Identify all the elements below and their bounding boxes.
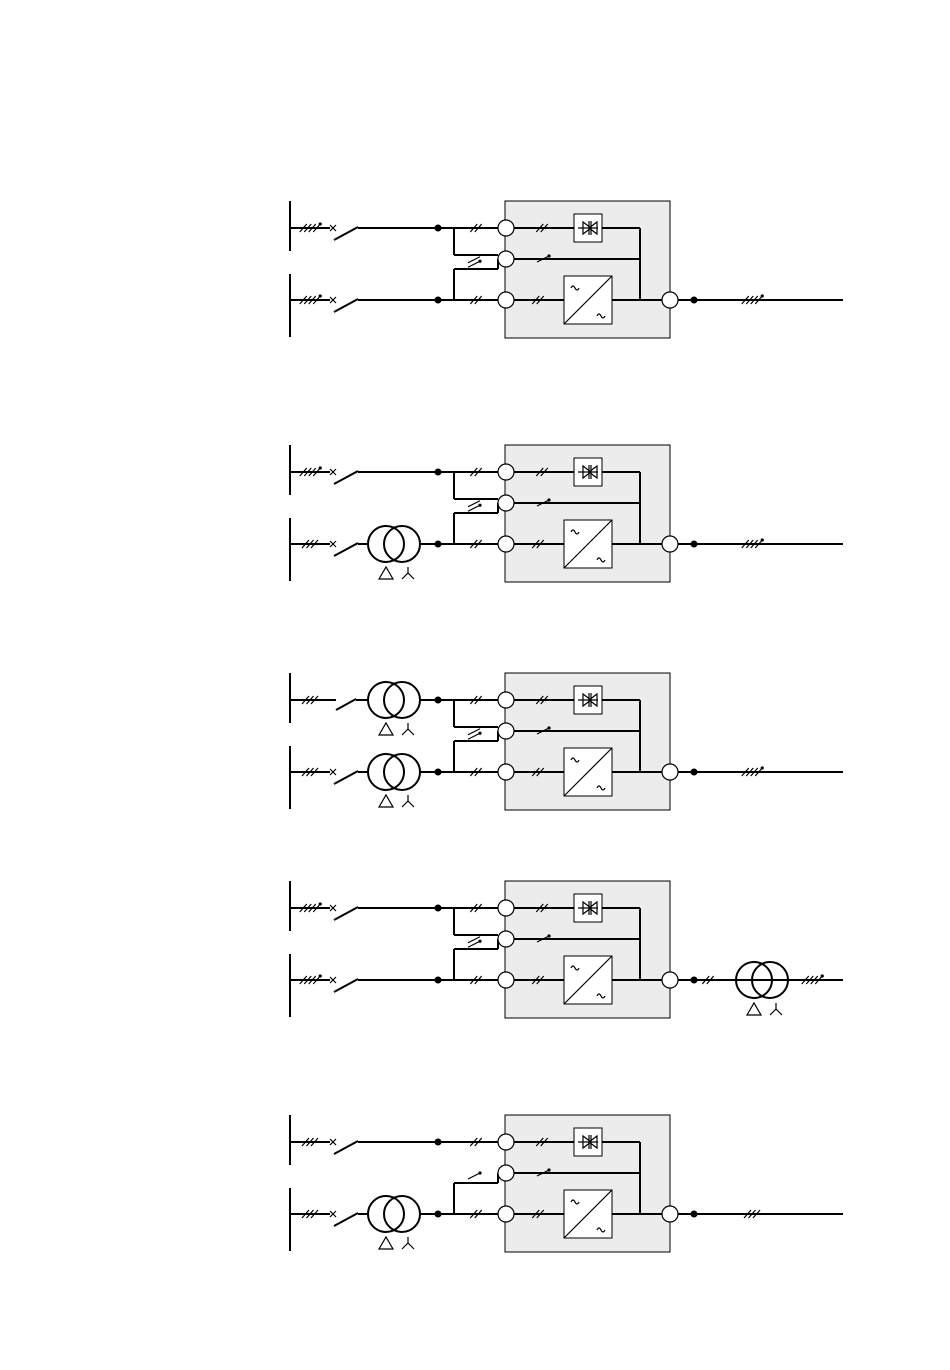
junction-dot [435,1211,442,1218]
circuit-breaker-icon [330,225,358,240]
circuit-breaker-icon [330,541,358,556]
junction-dot [435,469,442,476]
phase-ticks [468,937,482,948]
input-port-rectifier [498,972,514,988]
thyristor-icon [574,214,602,242]
thyristor-icon [574,1128,602,1156]
output-port [662,536,678,552]
junction-dot [691,1211,698,1218]
junction-dot [691,541,698,548]
output-port [662,292,678,308]
circuit-breaker-icon [330,769,358,784]
phase-ticks [468,1171,482,1179]
junction-dot [435,1139,442,1146]
rectifier-inverter-icon [564,748,612,796]
ups-diagram-3 [290,673,843,810]
circuit-breaker-icon [330,1211,358,1226]
junction-dot [435,697,442,704]
input-port-neutral [498,251,514,267]
input-port-bypass [498,220,514,236]
junction-dot [435,769,442,776]
circuit-breaker-icon [330,1139,358,1154]
phase-ticks [468,501,482,512]
output-port [662,972,678,988]
input-port-rectifier [498,292,514,308]
switch-blade [336,699,356,710]
junction-dot [435,977,442,984]
input-port-bypass [498,900,514,916]
input-port-neutral [498,1165,514,1181]
delta-wye-transformer-icon [368,526,420,579]
junction-dot [435,905,442,912]
junction-dot [435,297,442,304]
thyristor-icon [574,458,602,486]
junction-dot [691,977,698,984]
delta-wye-transformer-icon [368,1196,420,1249]
delta-wye-transformer-icon [368,754,420,807]
rectifier-inverter-icon [564,520,612,568]
input-port-neutral [498,723,514,739]
delta-wye-transformer-icon [368,682,420,735]
input-port-bypass [498,464,514,480]
input-port-bypass [498,692,514,708]
junction-dot [691,297,698,304]
thyristor-icon [574,894,602,922]
circuit-breaker-icon [330,977,358,992]
junction-dot [435,225,442,232]
ups-diagram-2 [290,445,843,582]
input-port-neutral [498,495,514,511]
input-port-bypass [498,1134,514,1150]
output-port [662,1206,678,1222]
input-port-rectifier [498,764,514,780]
circuit-breaker-icon [330,297,358,312]
ups-diagram-1 [290,201,843,338]
input-port-rectifier [498,536,514,552]
rectifier-inverter-icon [564,956,612,1004]
circuit-breaker-icon [330,469,358,484]
output-port [662,764,678,780]
phase-ticks [468,257,482,268]
thyristor-icon [574,686,602,714]
junction-dot [691,769,698,776]
input-port-rectifier [498,1206,514,1222]
ups-diagram-5 [290,1115,843,1252]
phase-ticks [468,729,482,740]
ups-diagram-4 [290,881,843,1018]
rectifier-inverter-icon [564,1190,612,1238]
junction-dot [435,541,442,548]
circuit-breaker-icon [330,905,358,920]
input-port-neutral [498,931,514,947]
rectifier-inverter-icon [564,276,612,324]
delta-wye-transformer-icon [736,962,788,1015]
